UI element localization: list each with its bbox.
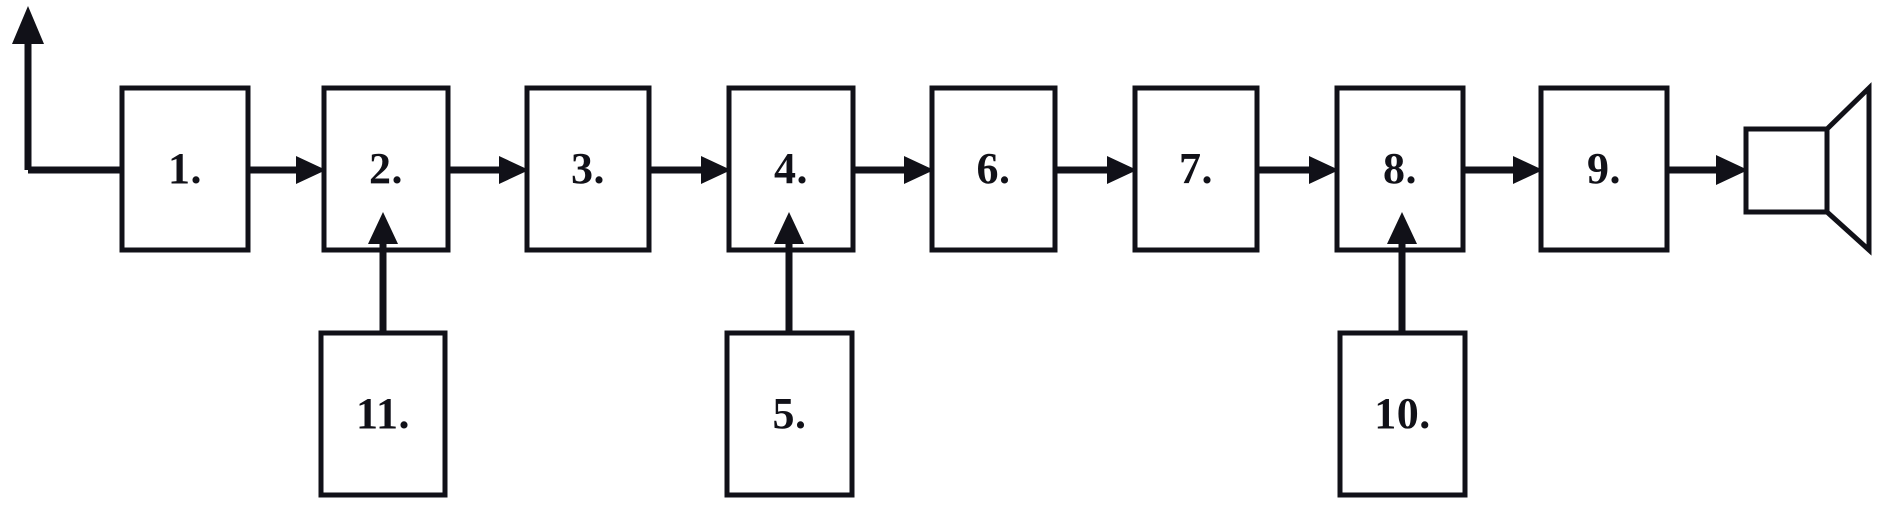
- arrow-head: [774, 212, 804, 244]
- feed-arrow-5-to-4: [774, 212, 804, 333]
- feed-arrow-11-to-2: [368, 212, 398, 333]
- input-arrow-head: [12, 6, 44, 44]
- signal-flow-arrow-7-to-8: [1257, 156, 1339, 184]
- signal-flow-arrow-9-to-speaker: [1667, 155, 1748, 185]
- arrow-head: [368, 212, 398, 244]
- block-7-rect[interactable]: [1132, 85, 1260, 253]
- arrow-head: [1309, 156, 1339, 184]
- block-11-rect[interactable]: [318, 330, 448, 498]
- block-9-rect[interactable]: [1538, 85, 1670, 253]
- speaker-cone: [1824, 82, 1872, 256]
- signal-flow-arrow-6-to-7: [1055, 156, 1137, 184]
- signal-flow-arrow-1-to-2: [248, 156, 326, 184]
- signal-flow-arrow-4-to-6: [853, 156, 934, 184]
- arrow-head: [904, 156, 934, 184]
- feed-arrow-10-to-8: [1387, 212, 1417, 333]
- arrow-head: [1513, 156, 1543, 184]
- arrow-head: [1107, 156, 1137, 184]
- block-10-rect[interactable]: [1337, 330, 1468, 498]
- input-output-arrow: [12, 6, 126, 174]
- block-1-rect[interactable]: [119, 85, 251, 253]
- speaker-icon[interactable]: [1743, 82, 1872, 256]
- signal-flow-arrow-3-to-4: [649, 156, 731, 184]
- arrow-head: [701, 156, 731, 184]
- block-3-rect[interactable]: [524, 85, 652, 253]
- arrow-head: [1716, 155, 1748, 185]
- signal-flow-arrow-8-to-9: [1463, 156, 1543, 184]
- speaker-body: [1743, 126, 1830, 215]
- arrow-head: [499, 156, 529, 184]
- arrow-head: [1387, 212, 1417, 244]
- block-6-rect[interactable]: [929, 85, 1058, 253]
- signal-flow-arrow-2-to-3: [448, 156, 529, 184]
- block-5-rect[interactable]: [724, 330, 855, 498]
- arrow-head: [296, 156, 326, 184]
